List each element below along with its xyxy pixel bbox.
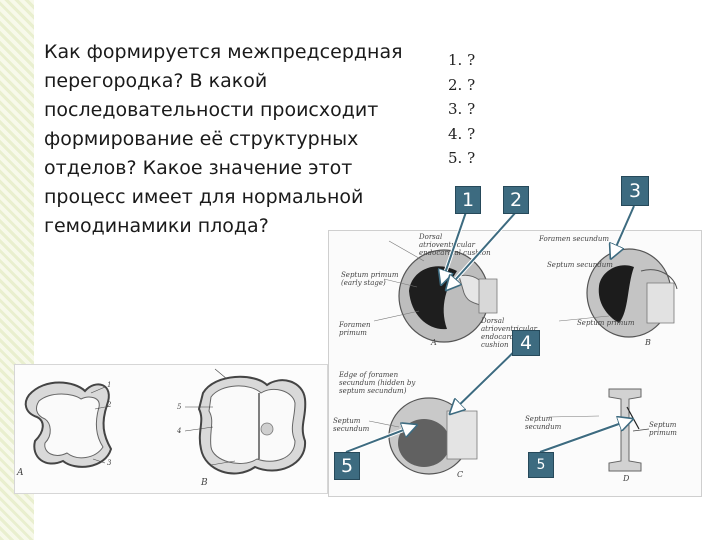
callout-5-right: 5 [528, 452, 554, 478]
answer-item: 3. ? [448, 100, 476, 118]
label-dorsal-cushion-2: Dorsal atrioventricular endocardial cush… [481, 317, 537, 349]
question-line: гемодинамики плода? [44, 215, 269, 237]
label-septum-primum-early: Septum primum (early stage) [341, 271, 399, 287]
question-line: последовательности происходит [44, 99, 379, 121]
figure-drawing [368, 240, 678, 475]
callout-2: 2 [503, 186, 529, 214]
label-foramen-primum: Foramen primum [339, 321, 371, 337]
panel-c-heart [388, 397, 478, 475]
label-septum-primum-d: Septum primum [649, 421, 677, 437]
left-panel-a-label: A [17, 468, 24, 478]
cross-section-drawing [24, 368, 307, 475]
question-text: Как формируется межпредсердная перегород… [38, 32, 426, 247]
callout-3: 3 [621, 176, 649, 206]
callout-5-left: 5 [334, 452, 360, 480]
panel-a-heart [398, 249, 498, 343]
panel-b-label: B [645, 338, 651, 347]
panel-b-heart [586, 248, 678, 338]
question-line: перегородка? В какой [44, 70, 268, 92]
label-foramen-secundum: Foramen secundum [539, 235, 610, 243]
callout-1: 1 [455, 186, 481, 214]
question-line: формирование её структурных [44, 128, 359, 150]
answer-list: 1. ? 2. ? 3. ? 4. ? 5. ? [448, 48, 475, 171]
panel-a-label: A [431, 338, 437, 347]
question-line: Как формируется межпредсердная [44, 41, 403, 63]
question-line: отделов? Какое значение этот [44, 157, 353, 179]
left-num-5: 5 [177, 403, 182, 411]
label-septum-primum: Septum primum [577, 319, 635, 327]
label-edge-foramen: Edge of foramen secundum (hidden by sept… [339, 371, 416, 395]
label-dorsal-cushion: Dorsal atrioventricular endocardial cush… [419, 233, 491, 257]
cross-section-figure: 1 2 3 4 5 A B [14, 364, 328, 494]
left-num-3: 3 [107, 459, 112, 467]
answer-item: 5. ? [448, 149, 476, 167]
answer-item: 1. ? [448, 51, 476, 69]
panel-c-label: C [457, 470, 464, 479]
left-num-2: 2 [107, 401, 112, 409]
septum-development-figure: Dorsal atrioventricular endocardial cush… [328, 230, 702, 497]
callout-4: 4 [512, 330, 540, 356]
left-num-1: 1 [107, 381, 112, 389]
panel-d-label: D [623, 474, 630, 483]
left-panel-b-label: B [201, 478, 208, 488]
label-septum-secundum-c: Septum secundum [333, 417, 370, 433]
left-num-4: 4 [177, 427, 182, 435]
label-septum-secundum-d: Septum secundum [525, 415, 562, 431]
answer-item: 2. ? [448, 75, 476, 94]
question-line: процесс имеет для нормальной [44, 186, 364, 208]
label-septum-secundum: Septum secundum [547, 261, 613, 269]
answer-item: 4. ? [448, 124, 476, 143]
